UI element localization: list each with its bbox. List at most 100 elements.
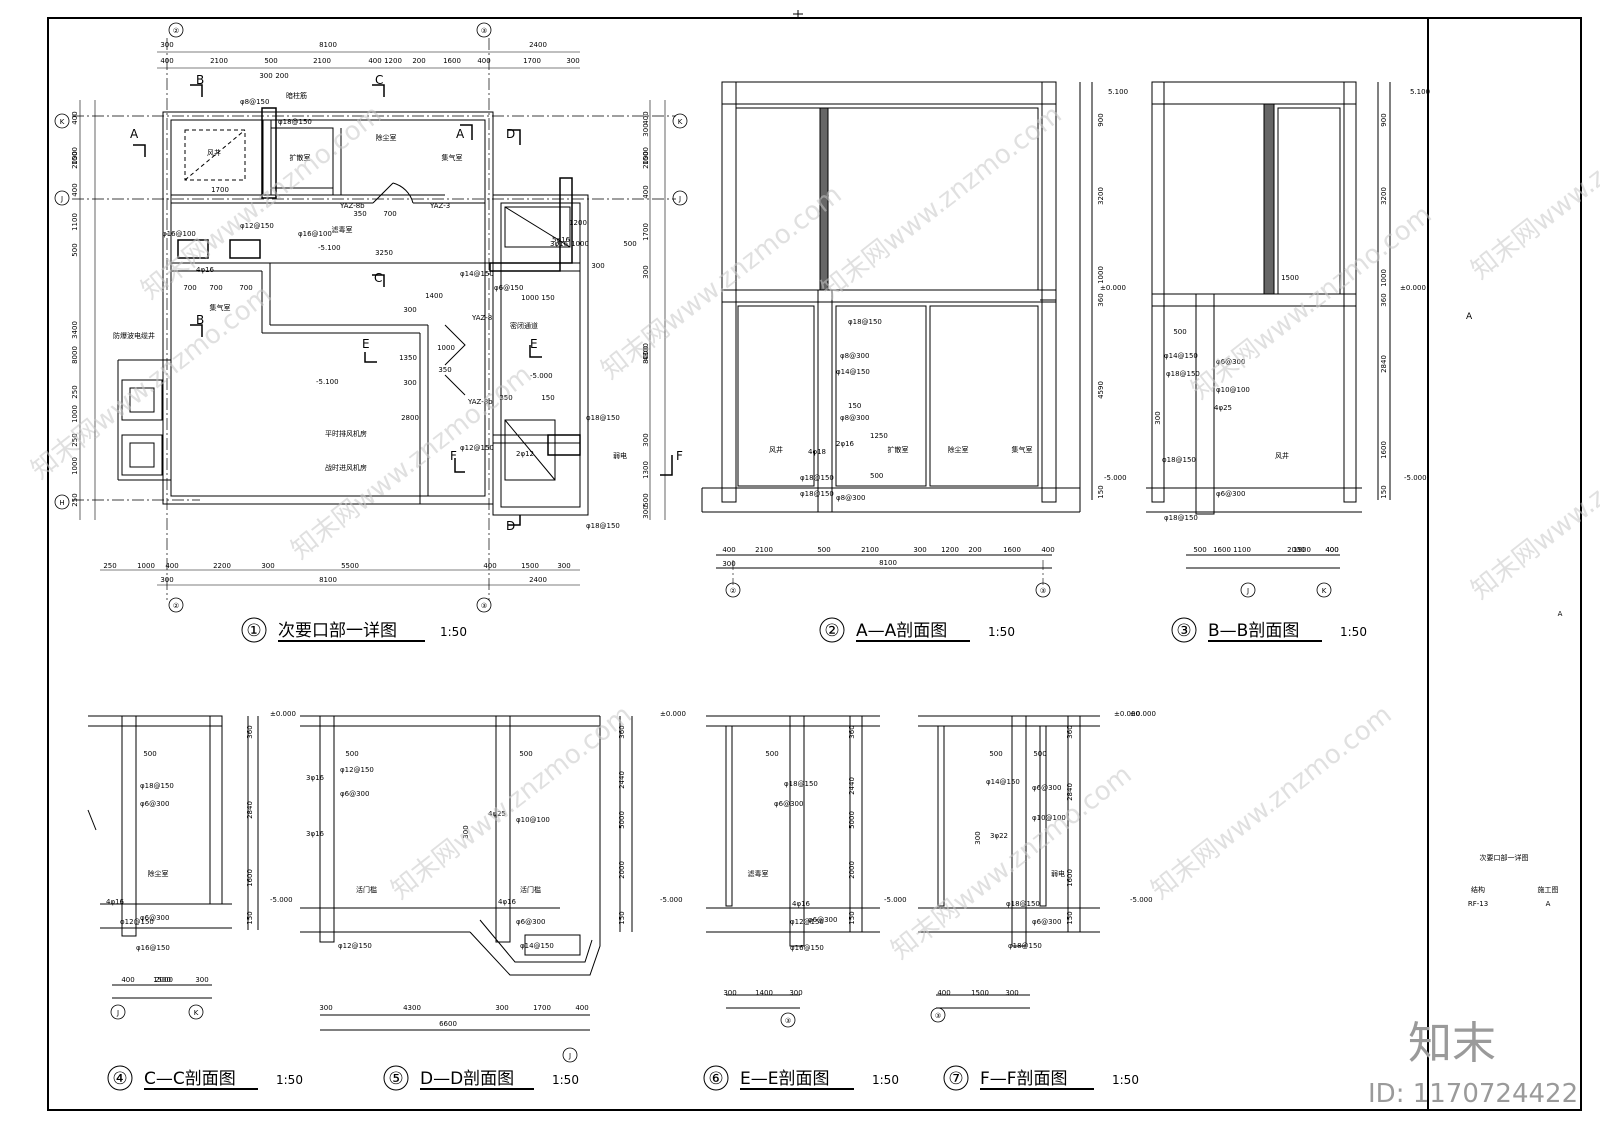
- room-label-weak-current: 弱电: [613, 451, 627, 460]
- inner-dimension: 500: [1033, 750, 1046, 758]
- rebar-callout: φ6@300: [140, 914, 169, 922]
- dimension: 1700: [533, 1004, 551, 1012]
- rebar-callout: φ8@300: [840, 414, 869, 422]
- inner-dimension: 500: [143, 750, 156, 758]
- watermark-logo: 知末: [1408, 1018, 1496, 1069]
- dimension: 400: [368, 57, 381, 65]
- section-cut-mark: E: [530, 337, 538, 351]
- rebar-callout: 3φ22: [990, 832, 1008, 840]
- dimension: 2000: [71, 151, 79, 169]
- rebar-callout: 4φ18: [808, 448, 826, 456]
- dimension: 1000: [1097, 266, 1105, 284]
- rebar-callout: φ18@150: [784, 780, 818, 788]
- dimension: 300: [642, 265, 650, 278]
- view-number: ④: [112, 1069, 127, 1089]
- dimension: 300: [495, 1004, 508, 1012]
- dimension: 400: [937, 989, 950, 997]
- dimension: 2000: [618, 861, 626, 879]
- inner-dimension: 300: [591, 262, 604, 270]
- rebar-callout: φ12@150: [340, 766, 374, 774]
- inner-dimension: 1700: [211, 186, 229, 194]
- rebar-callout: φ12@150: [240, 222, 274, 230]
- rebar-callout: YAZ-8b: [339, 202, 365, 210]
- dimension: 1000: [137, 562, 155, 570]
- room-label: 除尘室: [148, 869, 169, 878]
- section-cut-mark: D: [506, 519, 515, 533]
- watermark-text: 知末网www.znzmo.com: [1146, 700, 1398, 906]
- view-title: B—B剖面图: [1208, 621, 1299, 641]
- dimension: 400: [1325, 546, 1338, 554]
- dimension: 500: [642, 493, 650, 506]
- view-scale: 1:50: [1340, 625, 1367, 639]
- view-number: ③: [1176, 621, 1191, 641]
- inner-dimension: 1000: [437, 344, 455, 352]
- inner-dimension: 300: [974, 831, 982, 844]
- level-mark: -5.100: [316, 378, 339, 386]
- view-number: ⑥: [708, 1069, 723, 1089]
- dimension: 150: [848, 911, 856, 924]
- dimension: 360: [618, 725, 626, 738]
- dimension: 1400: [755, 989, 773, 997]
- dimension: 8100: [319, 41, 337, 49]
- inner-dimension: 350: [438, 366, 451, 374]
- dimension: 1000: [1380, 269, 1388, 287]
- frame-corner-label: A: [1466, 312, 1473, 322]
- view-number: ①: [246, 621, 261, 641]
- rebar-callout: φ18@150: [278, 118, 312, 126]
- inner-dimension: 300: [1154, 411, 1162, 424]
- view-title: F—F剖面图: [980, 1069, 1068, 1089]
- rebar-callout: φ14@150: [1164, 352, 1198, 360]
- dimension: 300: [319, 1004, 332, 1012]
- room-label: 滤毒室: [748, 869, 769, 878]
- section-cut-mark: D: [506, 127, 515, 141]
- dimension: 360: [1066, 725, 1074, 738]
- rebar-callout: φ16@150: [136, 944, 170, 952]
- rebar-callout: 4φ25: [1214, 404, 1232, 412]
- inner-dimension: 500: [623, 240, 636, 248]
- dimension: 300: [722, 560, 735, 568]
- watermark-text: 知末网www.znzmo.com: [1466, 80, 1600, 286]
- section-cut-mark: F: [450, 449, 457, 463]
- dimension: 8000: [642, 346, 650, 364]
- axis-label: K: [60, 118, 65, 126]
- level-mark: -5.100: [318, 244, 341, 252]
- dimension: 1100: [71, 213, 79, 231]
- dimension: 8100: [879, 559, 897, 567]
- dimension: 2840: [1066, 783, 1074, 801]
- dimension: 300: [566, 57, 579, 65]
- dimension: 500: [71, 243, 79, 256]
- section-f-f: [918, 715, 1100, 1009]
- rebar-callout: φ18@150: [1164, 514, 1198, 522]
- rebar-callout: φ18@150: [848, 318, 882, 326]
- dimension: 1500: [71, 147, 79, 165]
- rebar-callout: φ18@150: [1008, 942, 1042, 950]
- dimension: 200: [275, 72, 288, 80]
- rebar-callout: 3φ16: [306, 830, 325, 838]
- dimension: 150: [1066, 911, 1074, 924]
- rebar-callout: φ6@300: [1216, 358, 1245, 366]
- axis-label: ②: [173, 602, 179, 610]
- dimension: 250: [103, 562, 116, 570]
- dimension: 900: [1097, 113, 1105, 126]
- view-number: ②: [824, 621, 839, 641]
- axis-label: J: [1246, 587, 1249, 595]
- rebar-callout: φ10@100: [1216, 386, 1250, 394]
- axis-label: ②: [730, 587, 736, 595]
- rebar-callout: φ18@150: [140, 782, 174, 790]
- rebar-callout: φ6@300: [774, 800, 803, 808]
- section-cut-mark: B: [196, 73, 204, 87]
- dimension: 150: [246, 911, 254, 924]
- inner-dimension: 1350: [399, 354, 417, 362]
- rebar-callout: YAZ-3: [429, 202, 450, 210]
- inner-dimension: 700: [383, 210, 396, 218]
- level-mark-bottom: -5.000: [1130, 896, 1153, 904]
- title-block-discipline: 结构: [1471, 885, 1485, 894]
- dimension: 1500: [642, 147, 650, 165]
- inner-dimension: 500: [989, 750, 1002, 758]
- dimension: 400: [71, 111, 79, 124]
- dimension: 2000: [642, 151, 650, 169]
- rebar-callout: φ18@150: [800, 490, 834, 498]
- inner-dimension: 700: [183, 284, 196, 292]
- room-label: 集气室: [1012, 445, 1033, 454]
